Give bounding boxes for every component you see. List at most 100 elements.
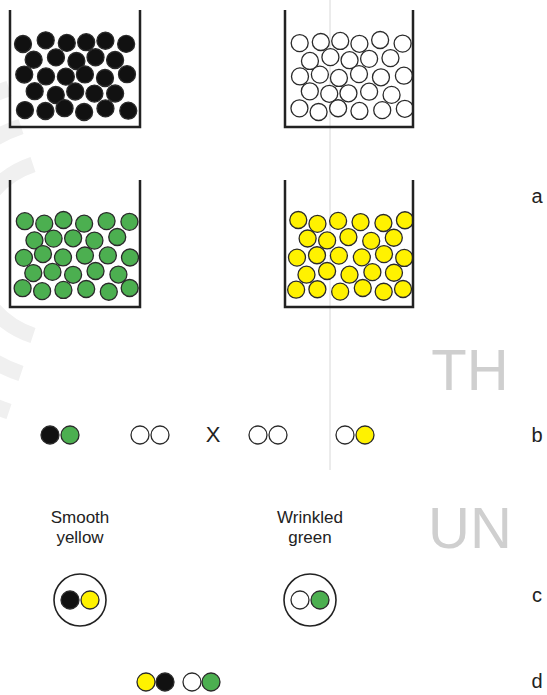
cell-outline (54, 574, 106, 626)
allele-ball (78, 281, 95, 298)
allele-ball (121, 213, 138, 230)
allele-ball (78, 34, 95, 51)
allele-ball (202, 673, 220, 691)
allele-ball (37, 32, 54, 49)
allele-ball (319, 232, 336, 249)
allele-ball (55, 249, 72, 266)
allele-ball (330, 212, 347, 229)
allele-ball (76, 66, 93, 83)
allele-ball (351, 66, 368, 83)
allele-ball (65, 266, 82, 283)
allele-ball (363, 232, 380, 249)
allele-ball (118, 35, 135, 52)
allele-ball (301, 83, 318, 100)
allele-ball (107, 85, 124, 102)
watermark: UN (428, 496, 512, 560)
phenotype-label: Wrinkled green (268, 508, 352, 548)
genotype-circle: Smooth yellow (25, 508, 135, 630)
allele-ball (14, 280, 31, 297)
allele-ball (118, 66, 135, 83)
allele-ball (16, 213, 33, 230)
allele-ball (44, 263, 61, 280)
allele-ball (354, 280, 371, 297)
allele-ball (45, 230, 62, 247)
panel-letter: b (531, 424, 542, 446)
allele-ball (330, 69, 347, 86)
allele-ball (34, 246, 51, 263)
allele-ball (375, 214, 392, 231)
allele-ball (55, 281, 72, 298)
allele-ball (67, 83, 84, 100)
allele-ball (15, 249, 32, 266)
allele-ball (385, 229, 402, 246)
allele-ball (107, 51, 124, 68)
allele-ball (396, 212, 413, 229)
allele-ball (183, 673, 201, 691)
allele-ball (353, 249, 370, 266)
beaker-outline (285, 180, 413, 307)
allele-ball (87, 49, 104, 66)
allele-ball (383, 86, 400, 103)
circle-outline (25, 570, 135, 630)
watermark-arc (0, 89, 9, 412)
phenotype-label: Smooth yellow (38, 508, 122, 548)
allele-ball (374, 102, 391, 119)
allele-ball (351, 35, 368, 52)
allele-ball (322, 49, 339, 66)
allele-ball (61, 426, 79, 444)
allele-ball (97, 32, 114, 49)
allele-ball (41, 426, 59, 444)
allele-ball (310, 103, 327, 120)
allele-ball (309, 281, 326, 298)
allele-ball (76, 215, 93, 232)
allele-ball (98, 213, 115, 230)
allele-ball (309, 247, 326, 264)
beaker-outline (10, 10, 140, 127)
allele-ball (382, 50, 399, 67)
allele-ball (76, 103, 93, 120)
allele-ball (121, 249, 138, 266)
allele-ball (16, 66, 33, 83)
panel-letter: c (532, 584, 542, 606)
allele-ball (58, 34, 75, 51)
allele-ball (36, 215, 53, 232)
beaker-outline (10, 180, 140, 307)
watermark: TH (431, 338, 508, 402)
allele-ball (330, 247, 347, 264)
allele-ball (372, 69, 389, 86)
allele-ball (364, 264, 381, 281)
allele-ball (330, 100, 347, 117)
allele-ball (57, 68, 74, 85)
allele-ball (352, 214, 369, 231)
allele-ball (34, 283, 51, 300)
allele-ball (37, 103, 54, 120)
watermark-arc (0, 165, 33, 336)
allele-ball (332, 283, 349, 300)
allele-ball (375, 246, 392, 263)
allele-ball (110, 266, 127, 283)
allele-ball (385, 264, 402, 281)
beaker-outline (285, 10, 413, 127)
allele-ball (55, 212, 72, 229)
allele-ball (25, 51, 42, 68)
allele-ball (47, 49, 64, 66)
panel-letter: d (531, 670, 542, 692)
allele-ball (81, 591, 99, 609)
allele-ball (395, 67, 412, 84)
allele-ball (65, 230, 82, 247)
beaker (285, 10, 413, 127)
allele-ball (249, 426, 267, 444)
allele-ball (375, 283, 392, 300)
allele-ball (86, 232, 103, 249)
allele-ball (361, 50, 378, 67)
allele-ball (291, 100, 308, 117)
allele-ball (97, 100, 114, 117)
cell-outline (284, 574, 336, 626)
allele-ball (394, 35, 411, 52)
allele-ball (100, 283, 117, 300)
allele-ball (288, 281, 305, 298)
allele-ball (291, 35, 308, 52)
allele-ball (336, 426, 354, 444)
allele-ball (26, 83, 43, 100)
allele-ball (16, 102, 33, 119)
